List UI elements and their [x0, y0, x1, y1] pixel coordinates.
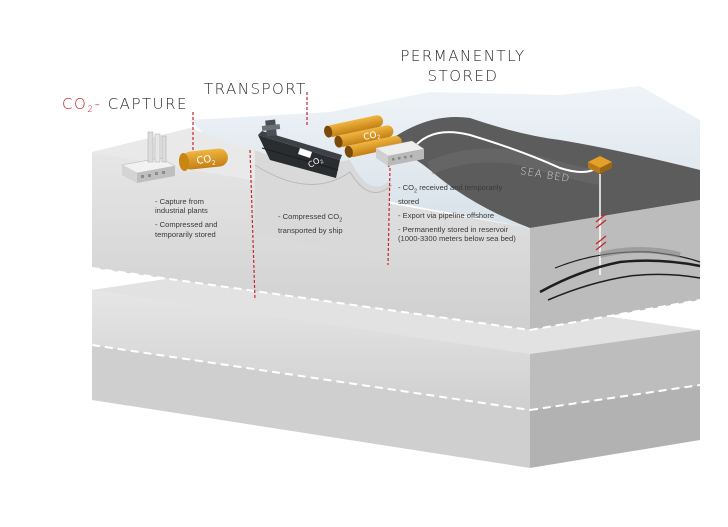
factory-icon: [121, 131, 176, 183]
capture-sub: 2: [87, 105, 95, 115]
tank-co-label: CO: [196, 154, 212, 167]
ship-icon: [258, 119, 342, 178]
pipeline: [411, 131, 598, 173]
svg-text:CO2: CO2: [363, 130, 382, 144]
capture-co: CO: [62, 95, 88, 113]
stored-heading: PERMANENTLY STORED: [388, 46, 538, 86]
capture-note-1: - Capture from industrial plants: [155, 197, 208, 216]
capture-notes: - Capture from industrial plants - Compr…: [155, 197, 235, 244]
tank-sub-label: 2: [211, 159, 216, 166]
capture-word: CAPTURE: [107, 95, 189, 113]
svg-text:CO2: CO2: [196, 153, 216, 168]
transport-notes: - Compressed CO2 transported by ship: [278, 212, 370, 240]
stored-note-2: - Export via pipeline offshore: [398, 210, 495, 220]
capture-heading: CO2- CAPTURE: [62, 95, 188, 115]
stored-line1: PERMANENTLY: [400, 47, 526, 65]
capture-co2-tank: [178, 148, 228, 171]
stored-line2: STORED: [427, 67, 499, 85]
terminal-building: [375, 140, 425, 166]
transport-heading: TRANSPORT: [204, 80, 307, 98]
storage-sub-label: 2: [377, 135, 382, 142]
stored-note-3: - Permanently stored in reservoir (1000-…: [398, 225, 516, 244]
lower-block: [91, 265, 701, 468]
ship-sub-label: 2: [319, 159, 325, 166]
seabed-ground: [390, 116, 700, 228]
injection-well: [588, 156, 612, 275]
stored-note-1: - CO2 received and temporarily stored: [398, 183, 503, 206]
stored-notes: - CO2 received and temporarily stored - …: [398, 183, 516, 249]
ship-channel: [255, 150, 390, 265]
capture-dash: -: [94, 95, 108, 113]
reservoir-layers: [539, 247, 701, 301]
storage-co-label: CO: [363, 130, 378, 143]
storage-tanks: [324, 115, 402, 158]
transport-note-1: - Compressed CO2 transported by ship: [278, 212, 343, 235]
capture-note-2: - Compressed and temporarily stored: [155, 220, 218, 239]
